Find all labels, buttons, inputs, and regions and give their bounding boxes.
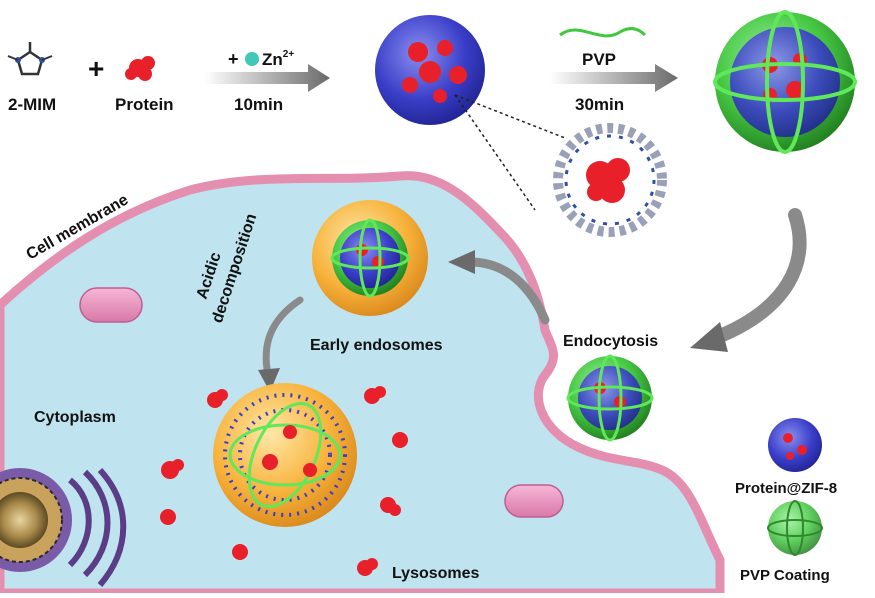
ligand-2mim-icon <box>7 42 53 76</box>
organelle-pill-1 <box>79 287 143 323</box>
pvp-coated-particle <box>713 10 857 154</box>
early-endosomes-label: Early endosomes <box>310 337 443 354</box>
released-protein-4 <box>161 459 184 479</box>
released-protein-7 <box>232 544 248 560</box>
nucleus-icon <box>0 468 72 572</box>
arrow-to-lysosome-head <box>258 368 280 392</box>
protein-icon <box>125 56 155 81</box>
released-protein-8 <box>357 558 378 576</box>
early-endosome <box>312 200 428 316</box>
pvp-strand-icon <box>559 27 647 38</box>
arrow-to-early-endosome-head <box>448 250 475 274</box>
plus-sign: + <box>88 53 104 84</box>
arrow-to-endocytosis-head <box>690 322 728 352</box>
legend-pvp-icon <box>767 500 823 556</box>
arrow-synthesis <box>205 64 330 92</box>
zinc-ion-icon <box>245 52 259 66</box>
released-protein-2 <box>364 386 386 404</box>
endocytosis-label: Endocytosis <box>563 333 658 350</box>
endoplasmic-reticulum-icon <box>67 467 127 587</box>
lysosome <box>213 383 357 527</box>
molecular-cage-icon <box>553 123 667 237</box>
zoom-line-2 <box>454 94 536 211</box>
legend-pvp-label: PVP Coating <box>740 567 830 584</box>
time-10min-label: 10min <box>234 95 283 114</box>
legend-zif8-icon <box>768 418 822 472</box>
released-protein-6 <box>380 497 401 516</box>
legend-zif8-label: Protein@ZIF-8 <box>735 480 837 497</box>
organelle-pill-2 <box>504 484 564 518</box>
cytoplasm-label: Cytoplasm <box>34 409 116 426</box>
arrow-to-lysosome <box>262 296 304 379</box>
protein-label: Protein <box>115 95 174 114</box>
protein-zif8-particle <box>375 15 485 125</box>
arrow-to-early-endosome <box>465 257 550 325</box>
ligand-label: 2-MIM <box>8 95 56 114</box>
pvp-label: PVP <box>582 50 616 69</box>
lysosomes-label: Lysosomes <box>392 565 480 582</box>
zoom-line-1 <box>454 94 566 139</box>
arrow-to-endocytosis <box>703 208 807 347</box>
arrow-pvp-coating <box>550 64 678 92</box>
zinc-label: Zn2+ <box>262 49 294 69</box>
time-30min-label: 30min <box>575 95 624 114</box>
zinc-plus: + <box>228 49 239 69</box>
released-protein-1 <box>207 389 228 408</box>
released-protein-5 <box>160 509 176 525</box>
endocytosis-particle <box>566 354 654 442</box>
released-protein-3 <box>392 432 408 448</box>
